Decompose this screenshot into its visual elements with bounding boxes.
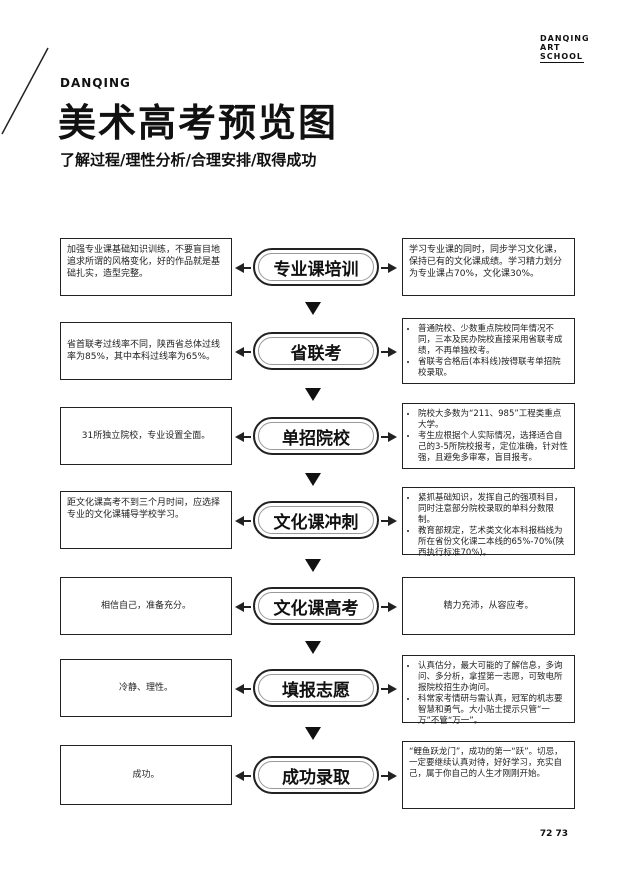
- brand-underline: [540, 62, 584, 63]
- down-arrow-3: [305, 473, 321, 486]
- step-6-right-item: 认真估分，最大可能的了解信息，多询问、多分析，拿捏第一志愿，可致电所报院校招生办…: [418, 661, 568, 694]
- step-4-left-note: 距文化课高考不到三个月时间，应选择专业的文化课辅导学校学习。: [60, 491, 232, 549]
- step-1-right-note: 学习专业课的同时，同步学习文化课，保持已有的文化课成绩。学习精力划分为专业课占7…: [402, 238, 575, 296]
- step-5-right-text: 精力充沛，从容应考。: [443, 601, 534, 611]
- down-arrow-2: [305, 388, 321, 401]
- step-6-label: 填报志愿: [253, 669, 379, 707]
- brand-line2: ART: [540, 43, 561, 52]
- step-1-right-text: 学习专业课的同时，同步学习文化课，保持已有的文化课成绩。学习精力划分为专业课占7…: [409, 245, 563, 279]
- step-5-right-arrow: [381, 602, 397, 612]
- step-4-right-arrow: [381, 516, 397, 526]
- step-4-left-arrow: [235, 516, 251, 526]
- step-7-left-note: 成功。: [60, 745, 232, 805]
- step-6-right-item: 科常家考情研与需认真，冠军的机志要智慧和勇气。大小贴士提示只管“一万”不管“万一…: [418, 694, 568, 727]
- step-6-left-arrow: [235, 684, 251, 694]
- page-title: 美术高考预览图: [58, 101, 339, 145]
- step-7-right-arrow: [381, 771, 397, 781]
- step-3-right-item: 院校大多数为“211、985”工程类重点大学。: [418, 409, 568, 431]
- header-kicker: DANQING: [60, 76, 131, 90]
- decorative-slash: [1, 47, 49, 135]
- page-numbers: 72 73: [539, 829, 568, 839]
- step-5-left-note: 相信自己，准备充分。: [60, 577, 232, 635]
- step-4-right-item: 紧抓基础知识，发挥自己的强项科目，同时注意部分院校录取的单科分数限制。: [418, 493, 568, 526]
- step-7-right-text: “鲤鱼跃龙门”，成功的第一“跃”。切忌，一定要继续认真对待，好好学习，充实自己，…: [409, 747, 563, 779]
- step-2-right-note: 普通院校、少数重点院校同年情况不同，三本及民办院校直接采用省联考成绩，不再单独校…: [402, 318, 575, 384]
- step-3-right-note: 院校大多数为“211、985”工程类重点大学。 考生应根据个人实际情况，选择适合…: [402, 403, 575, 469]
- step-1-left-note: 加强专业课基础知识训练，不要盲目地追求所谓的风格变化，好的作品就是基础扎实，造型…: [60, 238, 232, 296]
- step-1-right-arrow: [381, 263, 397, 273]
- page-subtitle: 了解过程/理性分析/合理安排/取得成功: [60, 151, 317, 169]
- step-2-left-arrow: [235, 347, 251, 357]
- step-3-left-arrow: [235, 432, 251, 442]
- step-6-left-note: 冷静、理性。: [60, 659, 232, 717]
- step-2-right-arrow: [381, 347, 397, 357]
- step-5-label: 文化课高考: [253, 587, 379, 625]
- step-5-right-note: 精力充沛，从容应考。: [402, 577, 575, 635]
- step-6-right-arrow: [381, 684, 397, 694]
- step-1-left-arrow: [235, 263, 251, 273]
- brand-line1: DANQING: [540, 34, 590, 43]
- step-3-label: 单招院校: [253, 417, 379, 455]
- step-7-left-arrow: [235, 771, 251, 781]
- step-4-right-item: 教育部规定，艺术类文化本科报档线为所在省份文化课二本线的65%-70%(陕西执行…: [418, 526, 568, 559]
- step-2-left-note: 省首联考过线率不同，陕西省总体过线率为85%，其中本科过线率为65%。: [60, 322, 232, 380]
- step-3-right-item: 考生应根据个人实际情况，选择适合自己的3-5所院校报考，定位准确，针对性强，且避…: [418, 431, 568, 464]
- step-3-right-arrow: [381, 432, 397, 442]
- down-arrow-4: [305, 559, 321, 572]
- down-arrow-5: [305, 641, 321, 654]
- step-1-label: 专业课培训: [253, 248, 379, 286]
- brand-line3: SCHOOL: [540, 52, 584, 61]
- step-2-right-item: 省联考合格后(本科线)按得联考单招院校录取。: [418, 357, 568, 379]
- down-arrow-6: [305, 727, 321, 740]
- step-4-label: 文化课冲刺: [253, 501, 379, 539]
- step-6-right-note: 认真估分，最大可能的了解信息，多询问、多分析，拿捏第一志愿，可致电所报院校招生办…: [402, 655, 575, 726]
- step-2-label: 省联考: [253, 332, 379, 370]
- down-arrow-1: [305, 302, 321, 315]
- step-3-left-note: 31所独立院校，专业设置全面。: [60, 407, 232, 465]
- step-7-right-note: “鲤鱼跃龙门”，成功的第一“跃”。切忌，一定要继续认真对待，好好学习，充实自己，…: [402, 741, 575, 809]
- step-4-right-note: 紧抓基础知识，发挥自己的强项科目，同时注意部分院校录取的单科分数限制。 教育部规…: [402, 487, 575, 558]
- step-7-label: 成功录取: [253, 756, 379, 794]
- step-5-left-arrow: [235, 602, 251, 612]
- brand-logo: DANQING ART SCHOOL: [540, 34, 600, 63]
- step-2-right-item: 普通院校、少数重点院校同年情况不同，三本及民办院校直接采用省联考成绩，不再单独校…: [418, 324, 568, 357]
